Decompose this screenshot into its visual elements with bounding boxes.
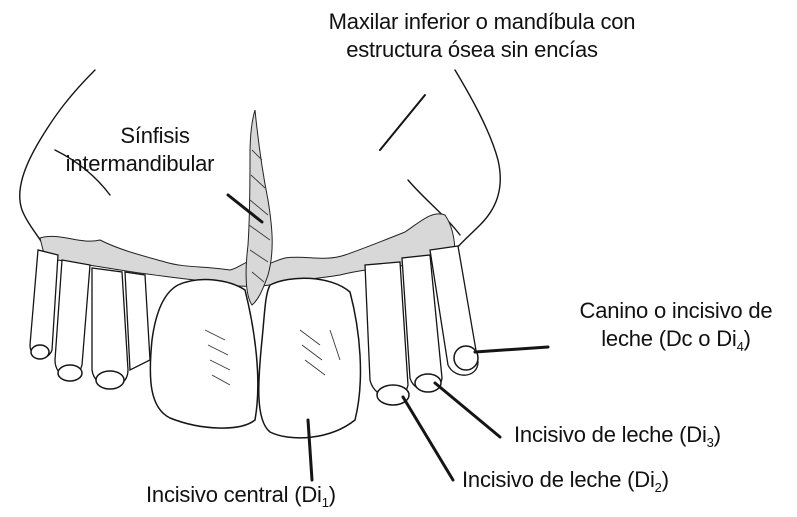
- incisor3-label: Incisivo de leche (Di3): [514, 421, 721, 457]
- incisor2-label: Incisivo de leche (Di2): [462, 466, 669, 502]
- canine-label-close: ): [744, 326, 751, 351]
- leader-incisor2: [403, 397, 453, 480]
- symphysis-label: Sínfisis intermandibular: [70, 122, 240, 178]
- incisor2-label-text: Incisivo de leche (Di: [462, 467, 655, 492]
- incisor3-label-sub: 3: [707, 435, 714, 450]
- incisor3-label-text: Incisivo de leche (Di: [514, 422, 707, 447]
- mandible-outline-right: [455, 70, 500, 250]
- leader-canine: [475, 347, 548, 352]
- mandible-label: Maxilar inferior o mandíbula con estruct…: [287, 8, 677, 64]
- central-label-sub: 1: [322, 495, 329, 510]
- incisor3-label-close: ): [714, 422, 721, 447]
- right-teeth: [365, 246, 478, 405]
- canine-label-text: leche (Dc o Di: [601, 326, 736, 351]
- leader-mandible: [380, 95, 425, 150]
- canine-label-line2: leche (Dc o Di4): [556, 325, 796, 361]
- canine-label: Canino o incisivo de leche (Dc o Di4): [556, 297, 796, 361]
- central-label-text: Incisivo central (Di: [146, 482, 322, 507]
- incisor2-label-sub: 2: [655, 480, 662, 495]
- incisor2-label-close: ): [662, 467, 669, 492]
- central-label-close: ): [329, 482, 336, 507]
- canine-label-sub: 4: [737, 339, 744, 354]
- mandible-label-line1: Maxilar inferior o mandíbula con: [287, 8, 677, 36]
- leader-incisor3: [435, 383, 500, 437]
- mandible-label-line2: estructura ósea sin encías: [267, 36, 677, 64]
- symphysis-label-line1: Sínfisis: [70, 122, 240, 150]
- symphysis-label-line2: intermandibular: [40, 150, 240, 178]
- canine-label-line1: Canino o incisivo de: [556, 297, 796, 325]
